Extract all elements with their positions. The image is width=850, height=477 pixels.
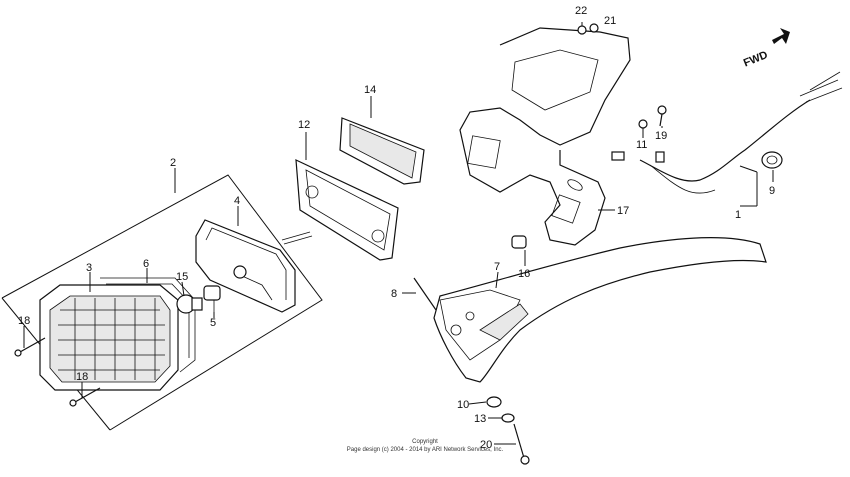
reflector-frame-part-12 (295, 159, 399, 261)
pin-part-8 (413, 277, 437, 311)
copyright-line-1: Copyright (412, 439, 438, 445)
reflector-part-14 (339, 117, 425, 185)
fwd-indicator: FWD (742, 28, 790, 70)
callout-13: 13 (474, 413, 486, 425)
callout-6: 6 (143, 258, 149, 270)
callout-18-lower: 18 (76, 371, 88, 383)
screw-part-18-upper (14, 337, 46, 357)
bulb-part-15 (176, 294, 203, 314)
callout-2: 2 (170, 157, 176, 169)
fwd-label: FWD (742, 49, 770, 70)
callout-20: 20 (480, 439, 492, 451)
nut-part-21 (589, 23, 599, 33)
arrow-right-icon (772, 28, 790, 44)
callout-10: 10 (457, 399, 469, 411)
bolt-part-20 (513, 423, 530, 465)
harness-part-1 (611, 71, 843, 194)
leader-lines (23, 22, 774, 445)
lens-part-3 (39, 284, 179, 391)
copyright-notice: Copyright Page design (c) 2004 - 2014 by… (347, 439, 504, 453)
callout-1: 1 (735, 209, 741, 221)
callout-7: 7 (494, 261, 500, 273)
bracket-part-17 (459, 27, 631, 246)
callout-4: 4 (234, 195, 240, 207)
callout-19: 19 (655, 130, 667, 142)
callout-12: 12 (298, 119, 310, 131)
grommet-part-9 (761, 151, 783, 169)
callout-21: 21 (604, 15, 616, 27)
washer-part-10 (486, 396, 502, 408)
socket-part-5 (203, 285, 221, 312)
callout-18-upper: 18 (18, 315, 30, 327)
nut-part-22 (577, 25, 587, 35)
housing-part-4 (195, 219, 313, 313)
callout-15: 15 (176, 271, 188, 283)
gasket-part-6-inner (106, 283, 190, 358)
bolt-part-19 (657, 105, 667, 127)
callout-11: 11 (636, 139, 647, 151)
callout-22: 22 (575, 5, 587, 17)
bolt-part-11 (638, 119, 648, 129)
callout-14: 14 (364, 84, 376, 96)
grommet-part-16 (511, 235, 527, 249)
callout-3: 3 (86, 262, 92, 274)
screw-part-18-lower (69, 387, 101, 407)
callout-labels: 2 3 6 4 15 5 12 14 18 18 7 8 17 16 9 1 1… (18, 5, 775, 451)
callout-8: 8 (391, 288, 397, 300)
fender-part-7 (433, 237, 767, 383)
callout-5: 5 (210, 317, 216, 329)
callout-16: 16 (518, 268, 530, 280)
washer-part-13 (501, 413, 515, 423)
copyright-line-2: Page design (c) 2004 - 2014 by ARI Netwo… (347, 447, 504, 453)
callout-17: 17 (617, 205, 629, 217)
callout-9: 9 (769, 185, 775, 197)
